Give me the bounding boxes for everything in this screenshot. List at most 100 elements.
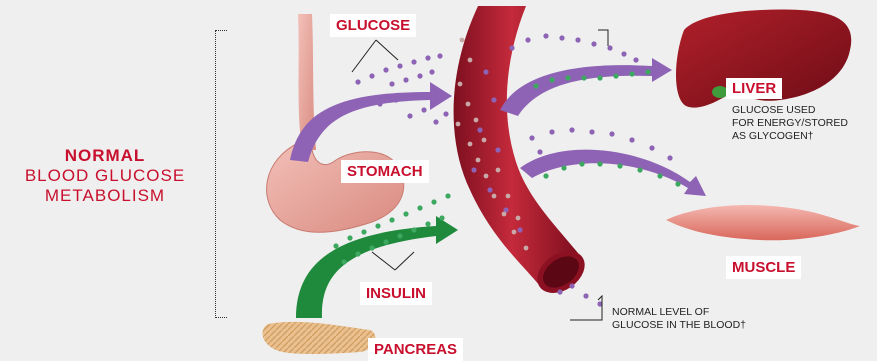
- particle: [581, 75, 586, 80]
- particle: [543, 173, 548, 178]
- particle: [525, 37, 530, 42]
- particle: [466, 102, 471, 107]
- particle: [437, 53, 442, 58]
- particle: [517, 227, 522, 232]
- particle: [421, 107, 426, 112]
- particle: [597, 75, 602, 80]
- particle: [613, 73, 618, 78]
- particle: [375, 223, 380, 228]
- label-glucose: GLUCOSE: [330, 14, 416, 37]
- particle: [477, 127, 482, 132]
- particle: [591, 41, 596, 46]
- particle: [583, 293, 588, 298]
- particle: [347, 235, 352, 240]
- label-stomach: STOMACH: [341, 160, 429, 183]
- particle: [491, 97, 496, 102]
- particle: [633, 57, 638, 62]
- particle: [589, 129, 594, 134]
- particle: [460, 38, 465, 43]
- liver-note-line-2: FOR ENERGY/STORED: [732, 117, 848, 130]
- particle: [629, 137, 634, 142]
- blood-level-note: NORMAL LEVEL OF GLUCOSE IN THE BLOOD†: [612, 306, 746, 332]
- liver-note-line-3: AS GLYCOGEN†: [732, 130, 848, 143]
- particle: [474, 118, 479, 123]
- particle: [675, 181, 680, 186]
- particle: [667, 155, 672, 160]
- particle: [468, 58, 473, 63]
- particle: [443, 111, 448, 116]
- blood-note-line-2: GLUCOSE IN THE BLOOD†: [612, 319, 746, 332]
- particle: [361, 229, 366, 234]
- particle: [512, 230, 517, 235]
- particle: [439, 215, 444, 220]
- particle: [549, 77, 554, 82]
- particle: [645, 69, 650, 74]
- label-muscle: MUSCLE: [726, 256, 801, 279]
- particle: [502, 212, 507, 217]
- particle: [333, 243, 338, 248]
- particle: [369, 245, 374, 250]
- glucose-arrow-liver: [500, 58, 672, 116]
- particle: [431, 199, 436, 204]
- particle: [533, 83, 538, 88]
- particle: [403, 211, 408, 216]
- label-pancreas: PANCREAS: [368, 338, 463, 361]
- particle: [476, 158, 481, 163]
- particle: [411, 227, 416, 232]
- particle: [495, 147, 500, 152]
- particle: [403, 77, 408, 82]
- particle: [617, 163, 622, 168]
- particle: [468, 142, 473, 147]
- particle: [445, 193, 450, 198]
- particle: [369, 73, 374, 78]
- particle: [549, 129, 554, 134]
- title-line-2: BLOOD GLUCOSE: [0, 166, 210, 186]
- particle: [355, 251, 360, 256]
- particle: [496, 168, 501, 173]
- particle: [561, 165, 566, 170]
- particle: [492, 194, 497, 199]
- particle: [569, 283, 574, 288]
- particle: [383, 239, 388, 244]
- particle: [425, 55, 430, 60]
- particle: [575, 37, 580, 42]
- title-line-3: METABOLISM: [0, 186, 210, 206]
- particle: [417, 205, 422, 210]
- particle: [425, 221, 430, 226]
- glucose-arrow-muscle: [520, 150, 706, 196]
- particle: [456, 122, 461, 127]
- particle: [609, 131, 614, 136]
- particle: [483, 69, 488, 74]
- particle: [516, 216, 521, 221]
- particle: [607, 45, 612, 50]
- pancreas-organ: [262, 322, 375, 354]
- particle: [433, 119, 438, 124]
- bracket-line: [215, 30, 227, 318]
- muscle-tissue: [666, 205, 860, 240]
- particle: [383, 67, 388, 72]
- particle: [397, 63, 402, 68]
- particle: [597, 161, 602, 166]
- particle: [429, 69, 434, 74]
- particle: [471, 167, 476, 172]
- particle: [649, 145, 654, 150]
- particle: [565, 75, 570, 80]
- particle: [484, 174, 489, 179]
- particle: [524, 246, 529, 251]
- particle: [407, 113, 412, 118]
- particle: [509, 45, 514, 50]
- particle: [657, 173, 662, 178]
- label-liver: LIVER: [726, 78, 782, 99]
- liver-note-line-1: GLUCOSE USED: [732, 104, 848, 117]
- particle: [355, 79, 360, 84]
- particle: [543, 33, 548, 38]
- particle: [621, 51, 626, 56]
- title-line-1: NORMAL: [0, 146, 210, 166]
- particle: [637, 167, 642, 172]
- particle: [487, 187, 492, 192]
- particle: [411, 59, 416, 64]
- particle: [417, 73, 422, 78]
- particle: [397, 233, 402, 238]
- liver-note: GLUCOSE USED FOR ENERGY/STORED AS GLYCOG…: [732, 104, 848, 143]
- particle: [629, 71, 634, 76]
